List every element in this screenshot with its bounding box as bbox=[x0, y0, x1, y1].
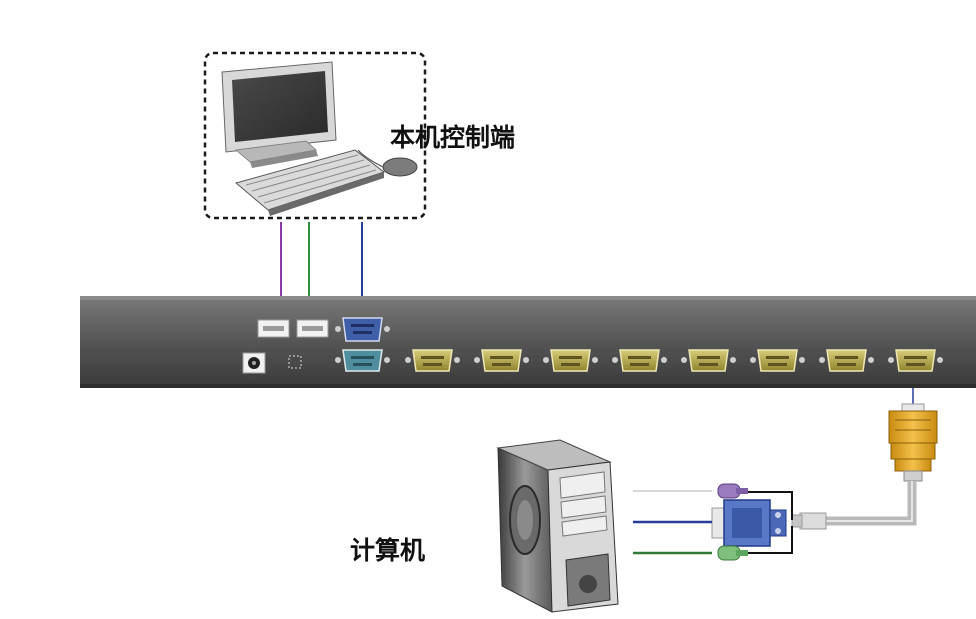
usb-port-1 bbox=[257, 319, 290, 338]
console-label: 本机控制端 bbox=[390, 123, 516, 152]
ps2-mouse-connector-icon bbox=[717, 545, 748, 561]
keyboard-icon bbox=[234, 149, 386, 216]
mouse-icon bbox=[357, 149, 418, 177]
kvm-cable-connector-icon bbox=[888, 403, 938, 482]
computer-label: 计算机 bbox=[350, 536, 426, 565]
vga-connector-icon bbox=[711, 499, 787, 547]
kvm-cable bbox=[791, 388, 938, 530]
computer-port-5 bbox=[681, 349, 736, 372]
monitor-icon bbox=[221, 61, 337, 168]
console-group bbox=[203, 51, 427, 220]
pc-tower-icon bbox=[496, 439, 619, 613]
computer-port-2 bbox=[474, 349, 529, 372]
kvm-switch-icon bbox=[80, 296, 976, 388]
console-vga-port bbox=[335, 317, 390, 342]
computer-port-6 bbox=[750, 349, 805, 372]
computer-port-4 bbox=[612, 349, 667, 372]
split-connectors bbox=[711, 483, 793, 561]
console-dashed-frame bbox=[203, 51, 427, 220]
computer-port-3 bbox=[543, 349, 598, 372]
console-serial-port bbox=[335, 349, 390, 372]
computer-port-7 bbox=[819, 349, 874, 372]
computer-leads bbox=[633, 490, 712, 555]
usb-port-2 bbox=[296, 319, 329, 338]
reset-indicator bbox=[288, 355, 302, 369]
computer-port-1 bbox=[405, 349, 460, 372]
ps2-keyboard-connector-icon bbox=[717, 483, 748, 499]
console-cables bbox=[280, 222, 363, 304]
computer-port-8 bbox=[888, 349, 943, 372]
power-jack bbox=[242, 352, 266, 374]
